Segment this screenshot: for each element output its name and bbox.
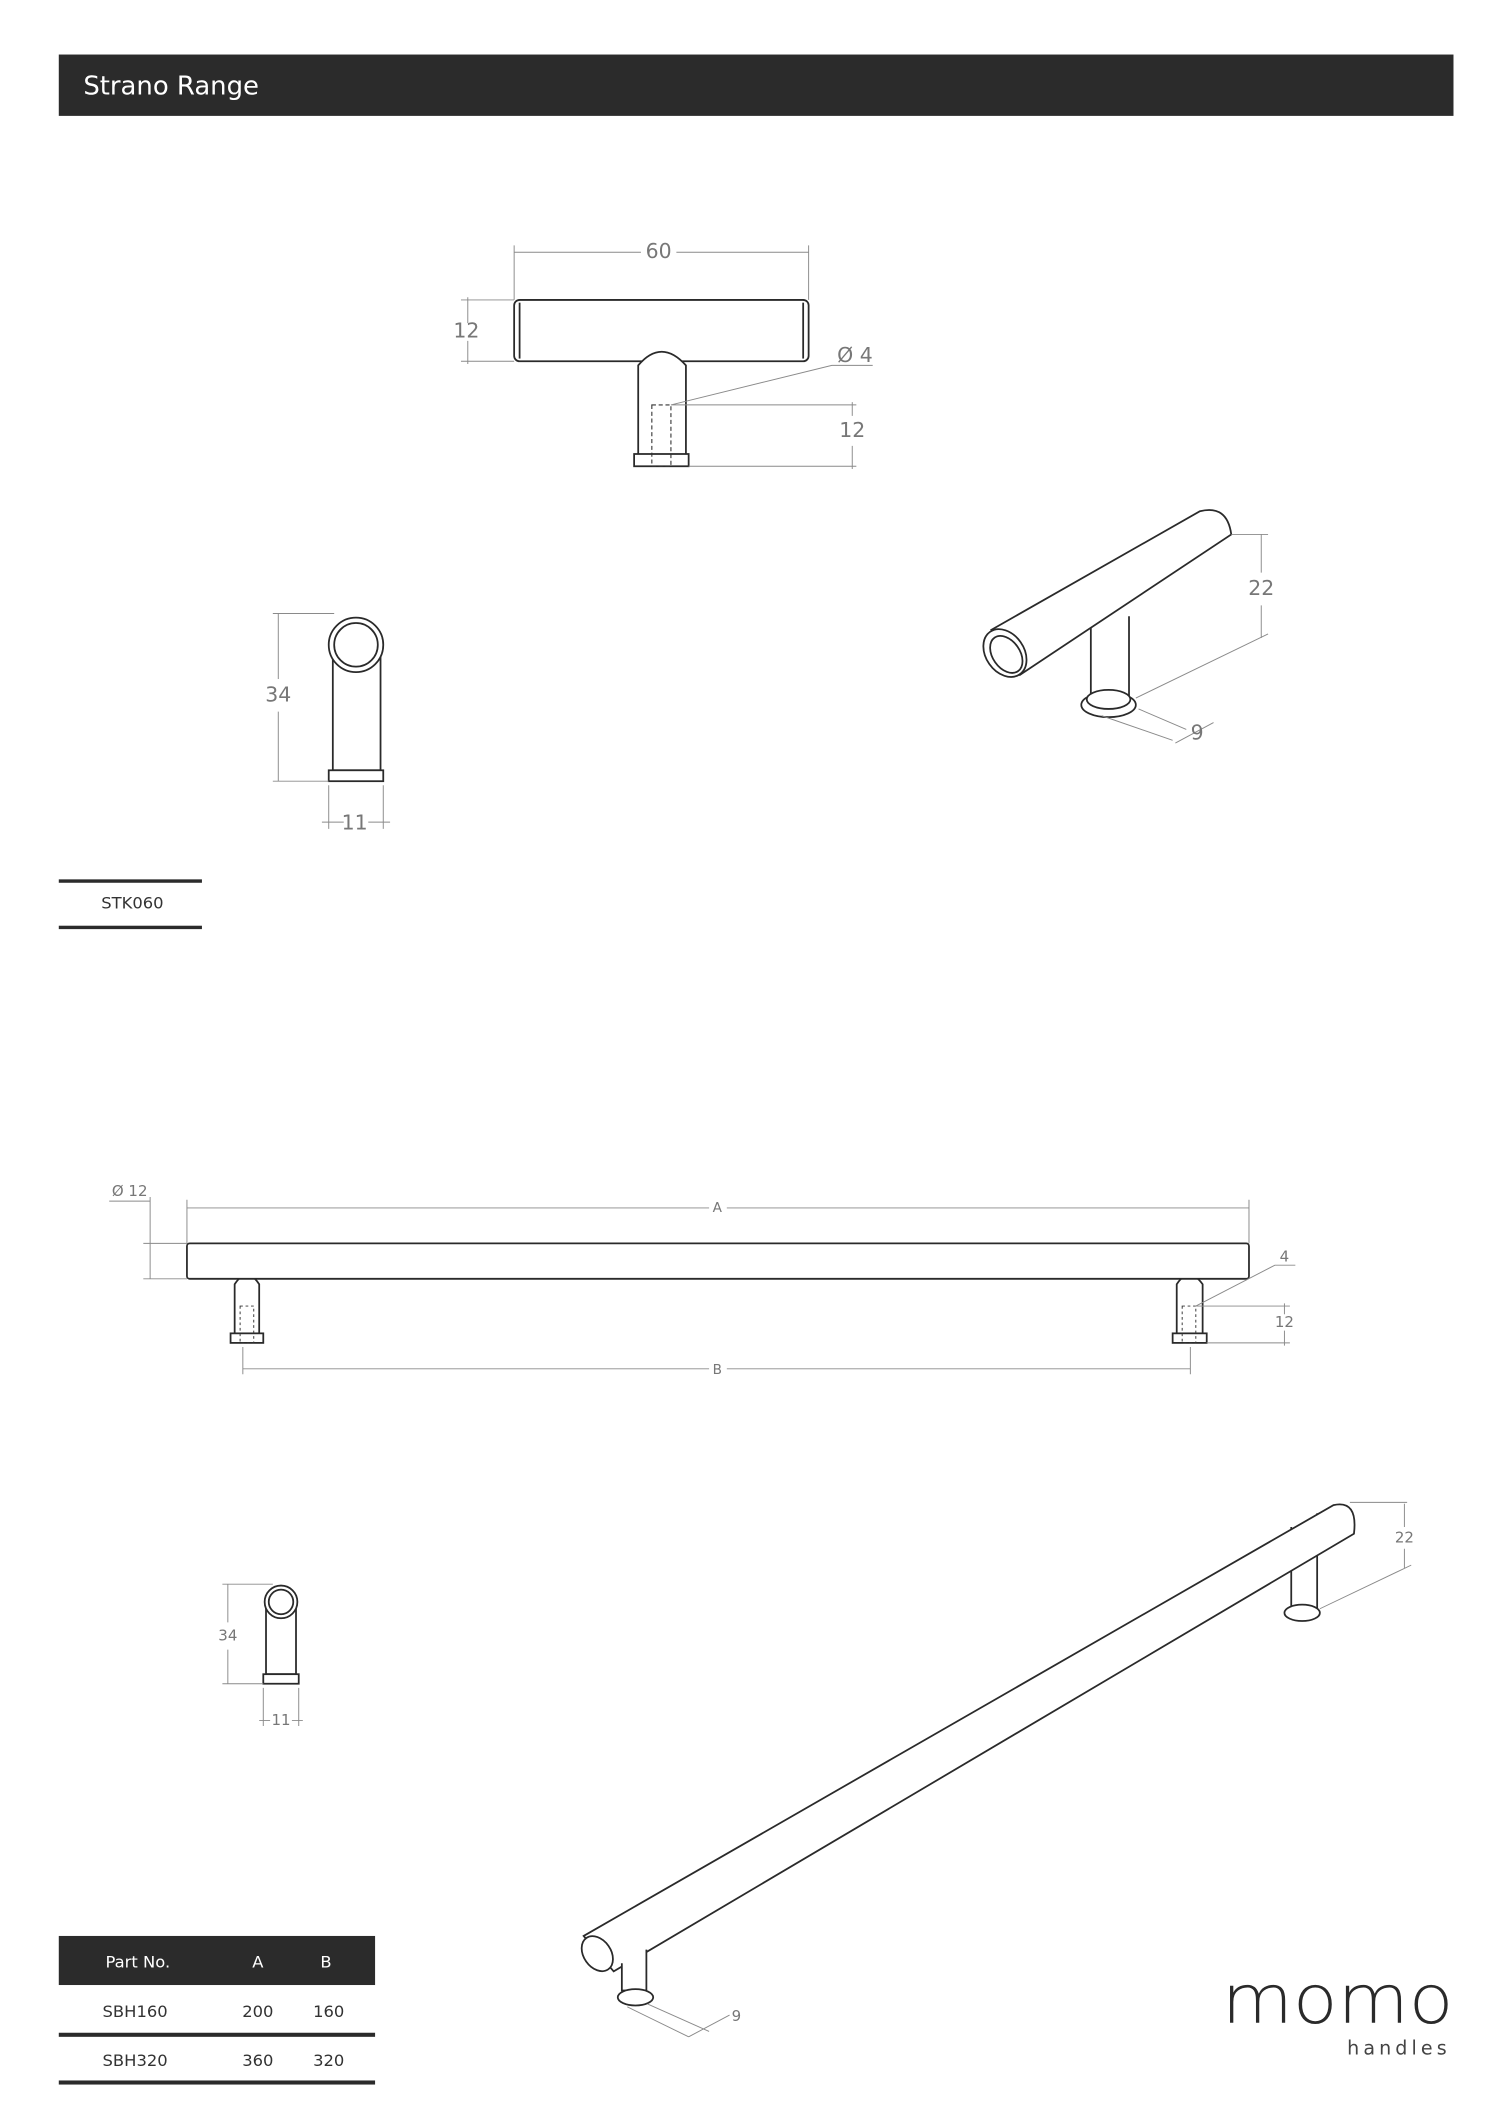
momo-logo: momo handles bbox=[1222, 1961, 1454, 2059]
dim-hole-depth: 12 bbox=[839, 418, 865, 442]
dim-length: 60 bbox=[646, 239, 672, 263]
knob-front-view: 60 12 Ø 4 12 bbox=[453, 239, 873, 469]
bar-front-view: Ø 12 A B 4 12 bbox=[109, 1182, 1296, 1378]
knob-part-label: STK060 bbox=[58, 879, 202, 930]
svg-text:360: 360 bbox=[242, 2051, 273, 2070]
page-title: Strano Range bbox=[83, 72, 259, 102]
svg-text:160: 160 bbox=[313, 2002, 344, 2021]
dim-b: B bbox=[713, 1362, 722, 1378]
col-header-a: A bbox=[252, 1953, 264, 1972]
dim-a: A bbox=[713, 1200, 723, 1216]
dim-base: 11 bbox=[271, 1711, 290, 1729]
svg-text:SBH320: SBH320 bbox=[103, 2051, 168, 2070]
dim-bar-diameter: Ø 12 bbox=[112, 1182, 148, 1200]
dim-bar-diameter: 12 bbox=[453, 318, 479, 342]
dim-iso-height: 22 bbox=[1395, 1528, 1414, 1546]
dim-iso-base: 9 bbox=[732, 2007, 742, 2025]
part-table: Part No. A B SBH160 200 160 SBH320 360 3… bbox=[58, 1935, 376, 2085]
header-bar bbox=[58, 54, 1454, 116]
bar-iso-view: 22 9 bbox=[580, 1501, 1414, 2038]
dim-base: 11 bbox=[342, 810, 368, 834]
svg-text:STK060: STK060 bbox=[101, 893, 163, 912]
svg-text:SBH160: SBH160 bbox=[103, 2002, 168, 2021]
svg-text:momo: momo bbox=[1222, 1961, 1454, 2040]
col-header-b: B bbox=[320, 1953, 331, 1972]
dim-hole: 4 bbox=[1280, 1248, 1290, 1266]
bar-side-view: 34 11 bbox=[218, 1583, 303, 1729]
svg-text:320: 320 bbox=[313, 2051, 344, 2070]
dim-iso-base: 9 bbox=[1191, 720, 1204, 744]
dim-iso-height: 22 bbox=[1248, 576, 1274, 600]
svg-text:200: 200 bbox=[242, 2002, 273, 2021]
svg-text:handles: handles bbox=[1347, 2038, 1451, 2060]
dim-hole-depth: 12 bbox=[1275, 1313, 1294, 1331]
table-row: SBH160 200 160 bbox=[103, 2002, 345, 2021]
col-header-part: Part No. bbox=[106, 1953, 171, 1972]
dim-hole: Ø 4 bbox=[837, 343, 873, 367]
dim-height: 34 bbox=[265, 682, 291, 706]
knob-side-view: 34 11 bbox=[265, 613, 391, 834]
knob-iso-view: 22 9 bbox=[982, 509, 1274, 744]
dim-height: 34 bbox=[218, 1627, 237, 1645]
table-row: SBH320 360 320 bbox=[103, 2051, 345, 2070]
